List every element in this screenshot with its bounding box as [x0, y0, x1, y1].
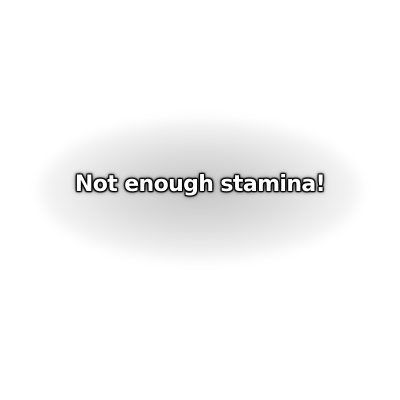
- not-enough-stamina-message: Not enough stamina!: [74, 172, 326, 197]
- message-shadow-glow: [40, 120, 360, 260]
